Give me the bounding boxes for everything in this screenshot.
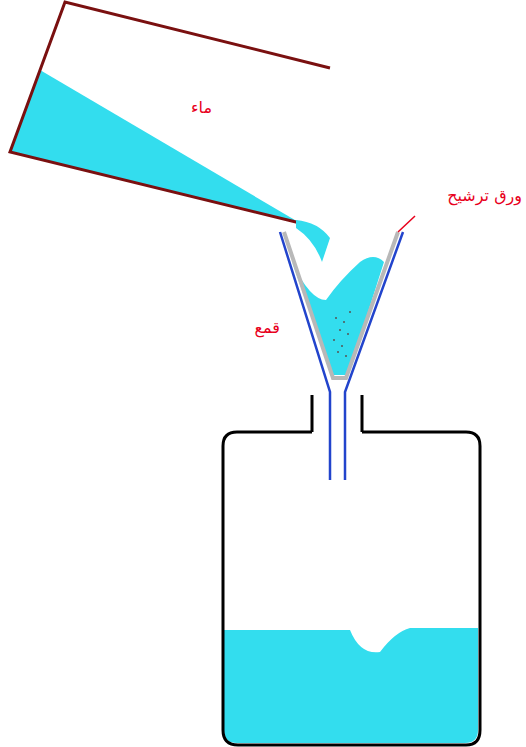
beaker: [10, 2, 330, 223]
funnel-label: قمع: [255, 318, 280, 337]
water-label: ماء: [191, 98, 212, 117]
beaker-water: [10, 70, 300, 223]
filter-paper-label: ورق ترشيح: [447, 186, 522, 205]
filter-paper: [284, 232, 398, 378]
leader-line: [398, 216, 415, 232]
bottle: [223, 432, 480, 745]
sediment: [333, 311, 351, 357]
bottle-neck: [312, 395, 362, 432]
funnel: [280, 232, 403, 480]
bottle-water: [224, 628, 478, 743]
water-stream: [296, 220, 330, 262]
